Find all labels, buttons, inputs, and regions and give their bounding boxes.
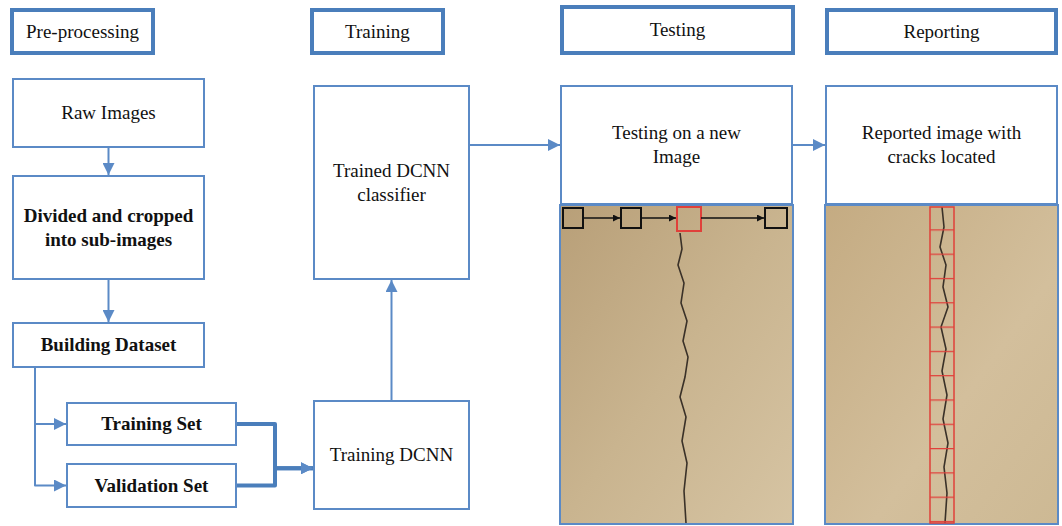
node-text: Testing on a new Image <box>590 121 763 169</box>
node-text: Divided and cropped into sub-images <box>22 204 195 252</box>
stage-header: Reporting <box>825 8 1058 55</box>
process-box: Reported image with cracks located <box>825 85 1058 205</box>
report-photo <box>825 205 1058 524</box>
node-text: Raw Images <box>61 101 155 125</box>
node-text: Validation Set <box>95 474 209 498</box>
arrow-connector <box>793 144 825 146</box>
node-text: Testing <box>650 18 706 42</box>
arrow-connector <box>108 148 110 175</box>
process-box: Building Dataset <box>12 322 205 368</box>
stage-header: Training <box>310 8 445 55</box>
process-box: Validation Set <box>66 463 237 508</box>
process-box: Training Set <box>66 402 237 446</box>
node-text: Training DCNN <box>330 443 453 467</box>
arrow-connector <box>237 468 313 485</box>
process-box: Raw Images <box>12 78 205 148</box>
arrow-connector <box>237 424 313 468</box>
node-text: Reporting <box>904 20 980 44</box>
process-box: Training DCNN <box>313 400 470 510</box>
arrow-connector <box>35 368 66 486</box>
node-text: Pre-processing <box>26 20 139 44</box>
arrow-connector <box>35 368 66 424</box>
arrow-connector <box>108 280 110 322</box>
node-text: Building Dataset <box>41 333 177 357</box>
node-text: Reported image with cracks located <box>839 121 1044 169</box>
test-photo <box>560 205 793 524</box>
arrow-connector <box>470 144 560 146</box>
process-box: Testing on a new Image <box>560 85 793 205</box>
process-box: Trained DCNN classifier <box>313 85 470 280</box>
node-text: Trained DCNN classifier <box>323 159 460 207</box>
node-text: Training Set <box>101 412 201 436</box>
process-box: Divided and cropped into sub-images <box>12 175 205 280</box>
arrow-connector <box>391 280 393 400</box>
node-text: Training <box>345 20 410 44</box>
stage-header: Pre-processing <box>10 8 155 55</box>
stage-header: Testing <box>560 5 795 55</box>
